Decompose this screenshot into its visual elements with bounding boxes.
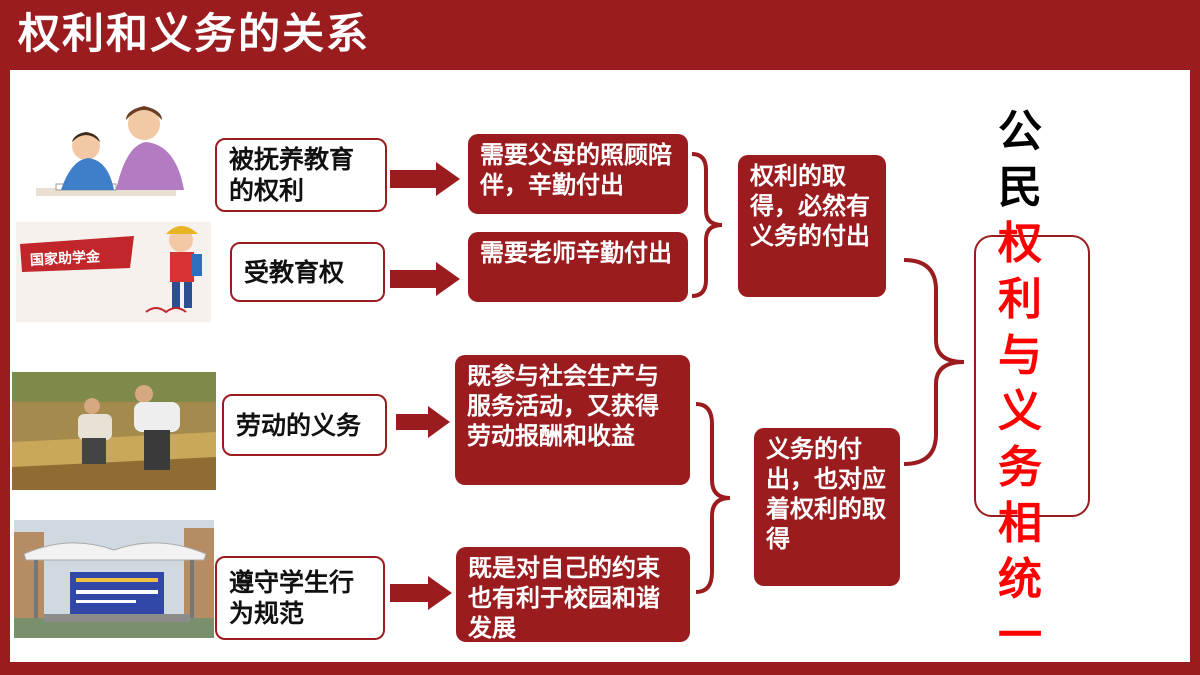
conclusion-char: 相 — [998, 498, 1042, 549]
brace-bottom-icon — [695, 402, 731, 594]
duty-student-rules-text: 遵守学生行为规范 — [229, 568, 355, 628]
farmers-image — [12, 372, 216, 490]
duty-summary-text: 义务的付出，也对应着权利的取得 — [766, 435, 886, 553]
parents-care-box: 需要父母的照顾陪伴，辛勤付出 — [468, 134, 688, 214]
duty-student-rules-box: 遵守学生行为规范 — [215, 556, 385, 640]
conclusion-char: 利 — [998, 274, 1042, 325]
conclusion-char: 民 — [998, 162, 1042, 213]
conclusion-char: 务 — [998, 442, 1042, 493]
conclusion-frame — [974, 235, 1090, 517]
brace-top-icon — [691, 152, 723, 298]
brace-right-icon — [903, 258, 965, 466]
conclusion-char: 权 — [998, 218, 1042, 269]
arrow-right-icon — [390, 576, 452, 610]
conclusion-char: 与 — [998, 330, 1042, 381]
school-stage-image — [14, 520, 214, 638]
right-raising-education-box: 被抚养教育的权利 — [215, 138, 387, 212]
conclusion-char: 公 — [998, 106, 1042, 157]
conclusion-char: 统 — [998, 554, 1042, 605]
self-discipline-box: 既是对自己的约束也有利于校园和谐发展 — [456, 547, 690, 642]
duty-summary-box: 义务的付出，也对应着权利的取得 — [754, 428, 900, 586]
conclusion-char: 义 — [998, 386, 1042, 437]
labor-income-box: 既参与社会生产与服务活动，又获得劳动报酬和收益 — [455, 355, 690, 485]
mother-child-image — [16, 100, 196, 212]
arrow-right-icon — [396, 406, 450, 438]
right-education-box: 受教育权 — [230, 242, 385, 302]
conclusion-char: 一 — [998, 610, 1042, 661]
conclusion-vertical-text: 公 民 权 利 与 义 务 相 统 一 — [990, 104, 1050, 664]
teachers-effort-box: 需要老师辛勤付出 — [468, 232, 688, 302]
scholarship-image: 国家助学金 — [16, 222, 211, 322]
arrow-right-icon — [390, 162, 460, 196]
parents-care-text: 需要父母的照顾陪伴，辛勤付出 — [480, 141, 672, 199]
page-title: 权利和义务的关系 — [18, 9, 371, 58]
duty-labor-text: 劳动的义务 — [236, 410, 362, 440]
duty-labor-box: 劳动的义务 — [222, 394, 387, 456]
teachers-effort-text: 需要老师辛勤付出 — [480, 239, 672, 267]
title-bar: 权利和义务的关系 — [0, 0, 1200, 68]
right-raising-education-text: 被抚养教育的权利 — [229, 145, 355, 205]
right-education-text: 受教育权 — [244, 257, 345, 287]
arrow-right-icon — [390, 262, 460, 296]
labor-income-text: 既参与社会生产与服务活动，又获得劳动报酬和收益 — [467, 362, 659, 450]
scholarship-badge-text: 国家助学金 — [29, 249, 101, 269]
self-discipline-text: 既是对自己的约束也有利于校园和谐发展 — [468, 554, 660, 642]
right-summary-text: 权利的取得，必然有义务的付出 — [750, 162, 870, 250]
right-summary-box: 权利的取得，必然有义务的付出 — [738, 155, 886, 297]
